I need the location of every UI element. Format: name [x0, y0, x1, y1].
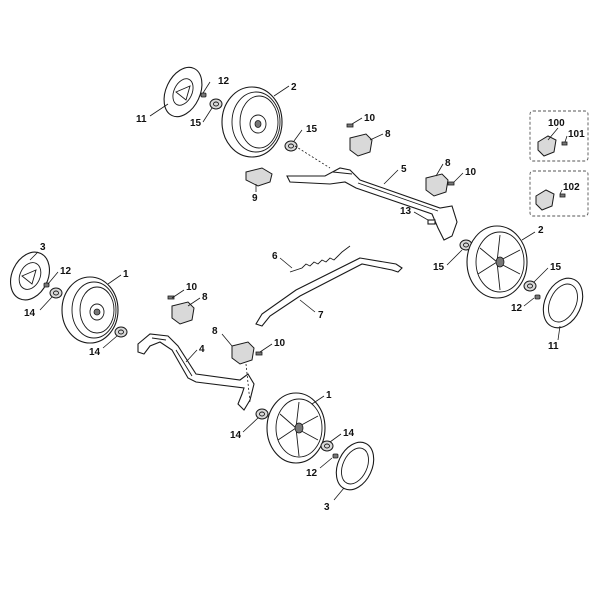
callout-13: 13: [400, 206, 412, 217]
callout-7: 7: [318, 310, 324, 321]
callout-10: 10: [364, 113, 376, 124]
hubcap-3-bottom: [335, 441, 375, 491]
callout-2: 2: [291, 82, 297, 93]
screw-10-front-right: [255, 351, 263, 356]
detail-box-102: [529, 170, 589, 217]
bolt-12-top: [200, 92, 207, 98]
callout-8: 8: [202, 292, 208, 303]
callout-8: 8: [385, 129, 391, 140]
wheel-1-left: [61, 276, 119, 344]
callout-10: 10: [465, 167, 477, 178]
callout-3: 3: [324, 502, 330, 513]
callout-11: 11: [136, 114, 147, 125]
callout-12: 12: [511, 303, 523, 314]
adjust-handle-9: [245, 167, 273, 187]
bracket-8-front-left: [171, 301, 195, 325]
hubcap-3-left: [10, 251, 50, 301]
callout-14: 14: [89, 347, 101, 358]
callout-6: 6: [272, 251, 278, 262]
lever-7: [255, 257, 403, 327]
detail-box-100: [529, 110, 589, 162]
callout-15: 15: [550, 262, 562, 273]
spring-6: [289, 245, 351, 273]
screw-10-rear-left: [346, 123, 354, 128]
callout-3: 3: [40, 242, 46, 253]
callout-4: 4: [199, 344, 205, 355]
callout-5: 5: [401, 164, 407, 175]
callout-12: 12: [306, 468, 318, 479]
bracket-8-rear-left: [349, 133, 373, 157]
callout-10: 10: [186, 282, 198, 293]
wheel-2-right: [466, 225, 528, 299]
callout-14: 14: [343, 428, 355, 439]
nut-14-left-inner: [114, 326, 128, 338]
callout-100: 100: [548, 118, 565, 129]
callout-9: 9: [252, 193, 258, 204]
nut-14-bottom-inner: [255, 408, 269, 420]
callout-14: 14: [230, 430, 242, 441]
nut-14-left-outer: [49, 287, 63, 299]
nut-15-top-right: [284, 140, 298, 152]
callout-12: 12: [218, 76, 230, 87]
bracket-8-front-right: [231, 341, 255, 365]
callout-15: 15: [190, 118, 202, 129]
screw-10-rear-right: [447, 181, 455, 186]
callout-8: 8: [445, 158, 451, 169]
nut-15-top: [209, 98, 223, 110]
front-axle-4: [137, 333, 255, 411]
leader-lines: [29, 81, 568, 501]
bolt-12-right: [534, 294, 541, 300]
callout-15: 15: [306, 124, 318, 135]
rear-axle-5: [286, 167, 458, 241]
callout-2: 2: [538, 225, 544, 236]
hubcap-11-right: [542, 277, 584, 329]
nut-14-bottom-outer: [320, 440, 334, 452]
bolt-12-left: [43, 282, 50, 288]
bracket-8-rear-right: [425, 173, 449, 197]
callout-11: 11: [548, 341, 559, 352]
callout-10: 10: [274, 338, 286, 349]
screw-10-front-left: [167, 295, 175, 300]
callout-8: 8: [212, 326, 218, 337]
callout-15: 15: [433, 262, 445, 273]
callout-102: 102: [563, 182, 580, 193]
callout-1: 1: [326, 390, 332, 401]
callout-101: 101: [568, 129, 585, 140]
wheel-2-top: [221, 86, 283, 158]
callout-labels: 11 12 15 2 15 10 8 5 9 8 10 13 15 2 15 1…: [24, 76, 585, 513]
pin-13: [427, 219, 436, 225]
callout-14: 14: [24, 308, 36, 319]
hubcap-11-top: [163, 66, 203, 118]
callout-12: 12: [60, 266, 72, 277]
callout-1: 1: [123, 269, 129, 280]
nut-15-right: [523, 280, 537, 292]
bolt-12-bottom: [332, 453, 339, 459]
wheel-1-bottom: [266, 392, 326, 464]
